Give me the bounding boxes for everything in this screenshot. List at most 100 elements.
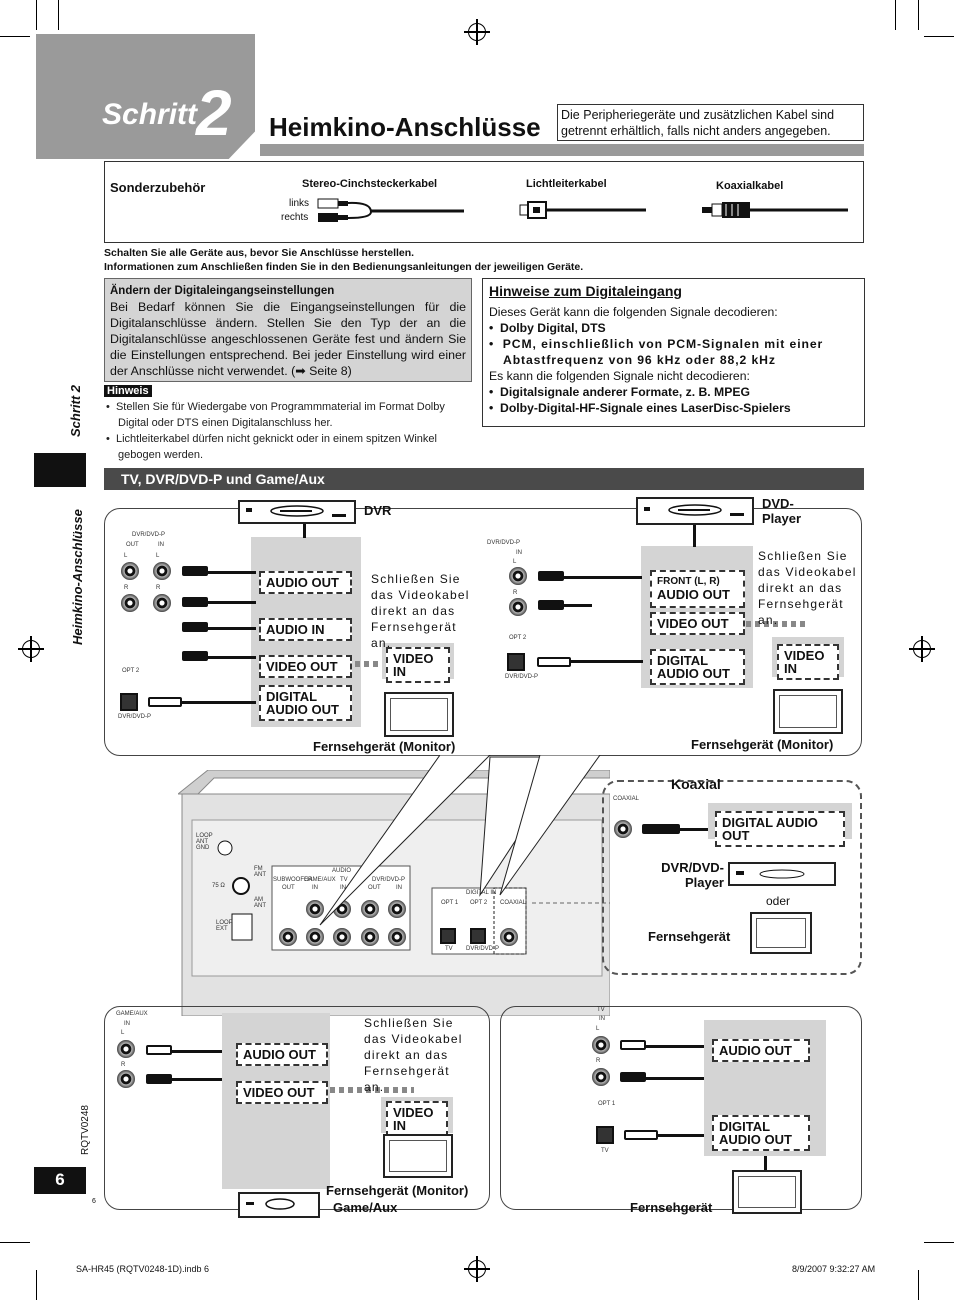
step-word: Schritt: [102, 98, 198, 131]
jack-in-label: IN: [599, 1016, 605, 1022]
rca-plug: [620, 1040, 646, 1050]
registration-mark-icon: [909, 636, 935, 662]
rca-plug: [146, 1074, 172, 1084]
dvd-tv-video-in-label: VIDEO IN: [777, 644, 839, 680]
dvd-monitor-caption: Fernsehgerät (Monitor): [691, 737, 834, 752]
cable: [646, 1077, 704, 1080]
tv-small-label: TV: [445, 946, 453, 952]
digital-intro-2: Es kann die folgenden Signale nicht deco…: [489, 369, 750, 383]
opt1-label: OPT 1: [441, 900, 459, 906]
tv-panel-label: Fernsehgerät: [630, 1200, 713, 1215]
crop-mark: [0, 36, 30, 37]
left-label: links: [289, 198, 310, 209]
rca-jack: [153, 562, 171, 580]
dvr-video-out-label: VIDEO OUT: [259, 655, 352, 678]
jack-in-label: IN: [124, 1021, 130, 1027]
crop-mark: [895, 0, 896, 30]
rca-jack: [361, 900, 379, 918]
rca-jack: [592, 1068, 610, 1086]
digital-input-notes: Hinweise zum Digitaleingang Dieses Gerät…: [482, 278, 865, 427]
doc-code: RQTV0248: [80, 1105, 91, 1156]
dvr-monitor-caption: Fernsehgerät (Monitor): [313, 739, 456, 754]
optical-cable-icon: [518, 201, 648, 226]
list-item: • Stellen Sie für Wiedergabe von Program…: [106, 401, 445, 429]
game-video-out-label: VIDEO OUT: [236, 1081, 328, 1104]
rca-plug: [538, 571, 564, 581]
warning-line-1: Schalten Sie alle Geräte aus, bevor Sie …: [104, 247, 415, 259]
front-label: FRONT (L, R): [657, 576, 720, 587]
hinweis-tag: Hinweis: [104, 385, 152, 397]
jack-group-label: DVR/DVD-P: [132, 532, 166, 538]
cable: [646, 1045, 704, 1048]
list-item: • Lichtleiterkabel dürfen nicht geknickt…: [106, 433, 437, 461]
rca-jack: [388, 900, 406, 918]
jack-in-label: IN: [158, 542, 164, 548]
list-item: • PCM, einschließlich von PCM-Signalen m…: [489, 337, 824, 367]
cable: [172, 1050, 228, 1053]
optical-plug: [624, 1130, 658, 1140]
rca-jack: [333, 928, 351, 946]
jack-group-label: TV: [597, 1007, 605, 1013]
hinweis-item-text: Stellen Sie für Wiedergabe von Programmm…: [115, 401, 445, 429]
rca-jack: [153, 594, 171, 612]
tv-audio-out-label: AUDIO OUT: [712, 1039, 810, 1062]
opt-device-label: DVR/DVD-P: [505, 674, 539, 680]
rca-plug: [182, 597, 208, 607]
accessories-box: [104, 161, 864, 243]
coaxial-panel: [602, 780, 862, 975]
dvd-player-device-icon: [728, 862, 836, 886]
optical-jack: [120, 693, 138, 711]
cable: [562, 576, 642, 579]
page-title: Heimkino-Anschlüsse: [269, 112, 541, 142]
list-item: • Dolby-Digital-HF-Signale eines LaserDi…: [489, 401, 791, 415]
callout-lines: [240, 754, 860, 1015]
digital-input-settings-note: Ändern der Digitaleingangseinstellungen …: [104, 278, 472, 382]
rca-jack: [306, 900, 324, 918]
hinweis-item-text: Lichtleiterkabel dürfen nicht geknickt o…: [115, 433, 437, 461]
optical-plug: [537, 657, 571, 667]
crop-mark: [924, 1242, 954, 1243]
cable: [206, 571, 256, 574]
dvr-audio-out-label: AUDIO OUT: [259, 571, 352, 594]
jack-l-label: L: [596, 1026, 600, 1032]
rca-plug: [182, 622, 208, 632]
cable: [182, 701, 256, 704]
rca-jack: [509, 567, 527, 585]
jack-l-label: L: [121, 1030, 125, 1036]
rca-jack: [592, 1036, 610, 1054]
game-tv-video-in-label: VIDEO IN: [386, 1101, 448, 1137]
rca-jack: [279, 928, 297, 946]
tv-digital-audio-out-label: DIGITAL AUDIO OUT: [712, 1115, 810, 1151]
coax-cable-label: Koaxialkabel: [716, 180, 784, 192]
oder-label: oder: [766, 894, 791, 908]
optical-plug: [148, 697, 182, 707]
game-audio-out-label: AUDIO OUT: [236, 1043, 328, 1066]
opt2-label: OPT 2: [470, 900, 488, 906]
cable: [206, 656, 256, 659]
game-console-icon: [238, 1192, 320, 1218]
cable: [680, 828, 714, 831]
out-label: OUT: [282, 885, 295, 891]
rca-jack: [121, 594, 139, 612]
tv-monitor-icon: [383, 1134, 453, 1178]
crop-mark: [0, 1242, 30, 1243]
dvr-tv-video-in-label: VIDEO IN: [386, 647, 450, 683]
non-decodable-item: Digitalsignale anderer Formate, z. B. MP…: [500, 385, 750, 399]
non-decodable-item: Dolby-Digital-HF-Signale eines LaserDisc…: [500, 401, 791, 415]
step-number: 2: [196, 77, 232, 149]
jack-group-label: GAME/AUX: [116, 1011, 148, 1017]
rca-plug: [620, 1072, 646, 1082]
stereo-cable-label: Stereo-Cinchsteckerkabel: [302, 178, 438, 190]
opt2-label: OPT 2: [122, 668, 140, 674]
note-body: Bei Bedarf können Sie die Eingangseinste…: [110, 300, 466, 378]
jack-in-label: IN: [516, 550, 522, 556]
optical-cable-label: Lichtleiterkabel: [526, 178, 607, 190]
cable: [571, 660, 643, 663]
jack-r-label: R: [121, 1062, 126, 1068]
dvd-digital-audio-out-label: DIGITAL AUDIO OUT: [650, 649, 745, 685]
connector-line: [764, 1156, 767, 1170]
coaxial-label: COAXIAL: [500, 900, 527, 906]
note-title: Ändern der Digitaleingangseinstellungen: [110, 285, 335, 297]
dvr-digital-audio-out-label: DIGITAL AUDIO OUT: [259, 685, 352, 721]
opt-device-label: TV: [601, 1148, 609, 1154]
